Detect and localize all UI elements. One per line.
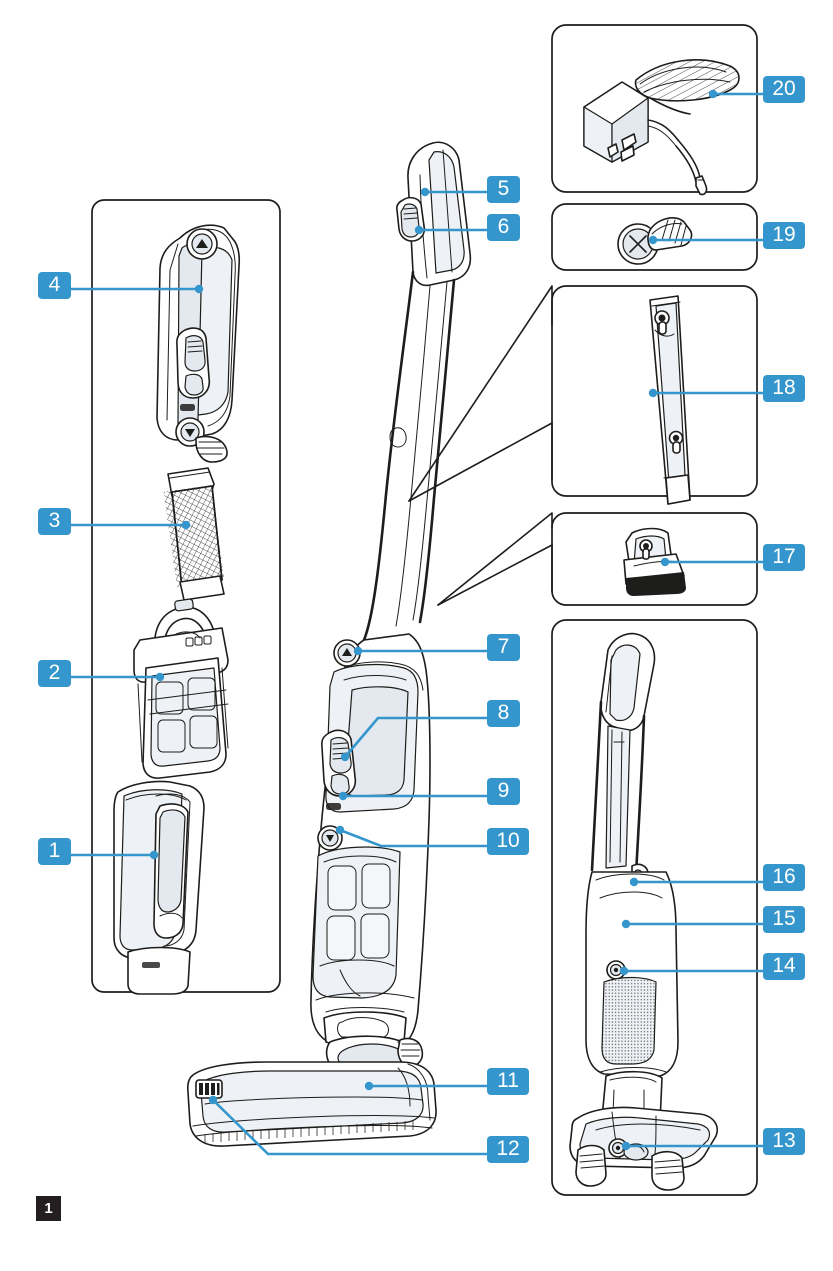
- callout-badge-12[interactable]: 12: [487, 1136, 529, 1163]
- callout-badge-9[interactable]: 9: [487, 778, 520, 805]
- callout-badge-15[interactable]: 15: [763, 906, 805, 933]
- callout-badge-1[interactable]: 1: [38, 838, 71, 865]
- dust-container-in-body: [312, 846, 401, 999]
- bracket-keyhole-bottom: [668, 430, 684, 454]
- callout-badge-13[interactable]: 13: [763, 1128, 805, 1155]
- part-hand-vacuum-unit: [156, 224, 241, 463]
- callout-badge-11[interactable]: 11: [487, 1068, 529, 1095]
- part-mesh-filter: [133, 598, 229, 779]
- part-wall-bracket: [649, 295, 691, 505]
- callout-badge-4[interactable]: 4: [38, 272, 71, 299]
- part-power-adapter: [583, 59, 740, 196]
- callout-badge-3[interactable]: 3: [38, 508, 71, 535]
- callout-badge-8[interactable]: 8: [487, 700, 520, 727]
- detail-callout-wedges: [408, 285, 553, 606]
- hand-unit-rocker: [176, 327, 211, 399]
- rear-view-vacuum: [569, 632, 718, 1191]
- callout-badge-10[interactable]: 10: [487, 828, 529, 855]
- callout-badge-17[interactable]: 17: [763, 544, 805, 571]
- part-wall-screw: [617, 217, 693, 265]
- charge-indicator-lamp: [326, 803, 341, 810]
- callout-badge-5[interactable]: 5: [487, 176, 520, 203]
- callout-badge-19[interactable]: 19: [763, 222, 805, 249]
- callout-badge-16[interactable]: 16: [763, 864, 805, 891]
- dust-container-release-button: [317, 825, 343, 851]
- leader-lines: [71, 89, 763, 1156]
- hand-unit-top-button: [186, 228, 218, 260]
- rear-vent-grille: [601, 976, 657, 1065]
- callout-badge-18[interactable]: 18: [763, 375, 805, 402]
- callout-badge-2[interactable]: 2: [38, 660, 71, 687]
- motorised-floor-nozzle: [186, 1061, 437, 1147]
- callout-badge-6[interactable]: 6: [487, 214, 520, 241]
- figure-caption-badge: 1: [36, 1196, 61, 1221]
- callout-badge-7[interactable]: 7: [487, 634, 520, 661]
- part-pleated-filter: [163, 467, 225, 601]
- bracket-keyhole-top: [654, 310, 675, 337]
- dock-contact-slot: [639, 539, 653, 560]
- rear-nozzle-foot: [569, 1106, 718, 1191]
- callout-badge-14[interactable]: 14: [763, 953, 805, 980]
- nozzle-led-headlight: [195, 1079, 223, 1099]
- suction-power-selector: [321, 729, 357, 797]
- callout-badge-20[interactable]: 20: [763, 76, 805, 103]
- part-dust-container: [113, 780, 205, 995]
